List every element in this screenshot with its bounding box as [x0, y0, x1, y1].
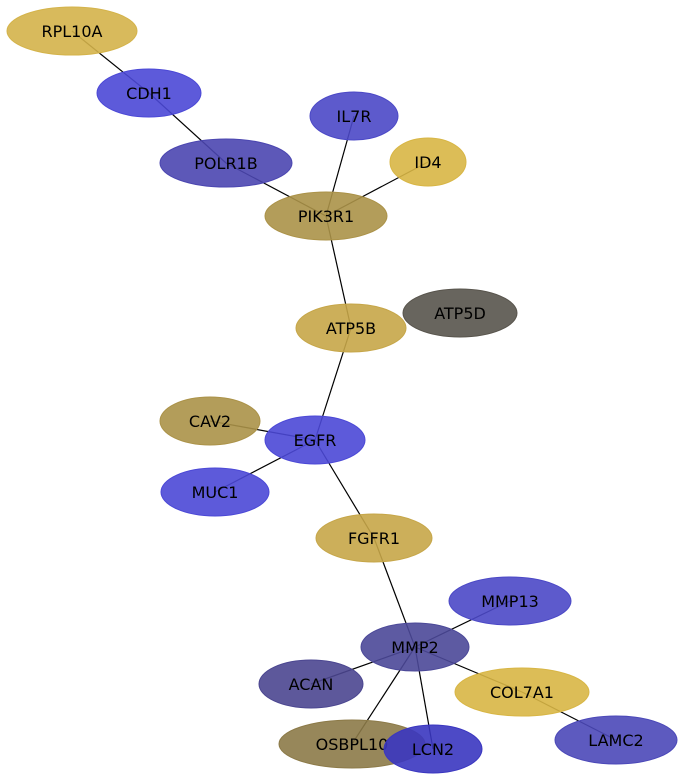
node-ellipse: [96, 68, 202, 118]
node-ellipse: [159, 138, 293, 188]
node-label: ATP5D: [434, 304, 486, 323]
node-label: CAV2: [189, 412, 231, 431]
node-label: COL7A1: [490, 683, 554, 702]
node-label: LAMC2: [588, 731, 643, 750]
node-label: OSBPL10: [316, 735, 389, 754]
node-label: MMP13: [481, 592, 539, 611]
node-ellipse: [383, 724, 483, 774]
node-ellipse: [389, 137, 467, 187]
node-ellipse: [159, 396, 261, 446]
node-ellipse: [360, 622, 470, 672]
node-label: IL7R: [337, 107, 372, 126]
node-ellipse: [315, 513, 433, 563]
node-col7a1[interactable]: COL7A1: [454, 667, 590, 717]
node-label: ATP5B: [326, 319, 376, 338]
node-label: PIK3R1: [298, 207, 354, 226]
node-label: EGFR: [294, 431, 337, 450]
node-label: ID4: [414, 153, 441, 172]
node-label: CDH1: [126, 84, 172, 103]
node-ellipse: [6, 6, 138, 56]
node-ellipse: [258, 659, 364, 709]
node-polr1b[interactable]: POLR1B: [159, 138, 293, 188]
node-cdh1[interactable]: CDH1: [96, 68, 202, 118]
node-ellipse: [264, 415, 366, 465]
node-rpl10a[interactable]: RPL10A: [6, 6, 138, 56]
node-ellipse: [264, 191, 388, 241]
node-ellipse: [454, 667, 590, 717]
node-ellipse: [309, 91, 399, 141]
node-il7r[interactable]: IL7R: [309, 91, 399, 141]
node-label: LCN2: [412, 740, 454, 759]
node-label: RPL10A: [42, 22, 103, 41]
node-lamc2[interactable]: LAMC2: [554, 715, 678, 765]
node-label: POLR1B: [194, 154, 257, 173]
node-ellipse: [295, 303, 407, 353]
node-ellipse: [554, 715, 678, 765]
node-muc1[interactable]: MUC1: [160, 467, 270, 517]
node-label: MUC1: [192, 483, 239, 502]
node-acan[interactable]: ACAN: [258, 659, 364, 709]
node-mmp13[interactable]: MMP13: [448, 576, 572, 626]
node-label: ACAN: [289, 675, 334, 694]
node-atp5d[interactable]: ATP5D: [402, 288, 518, 338]
node-pik3r1[interactable]: PIK3R1: [264, 191, 388, 241]
node-label: MMP2: [391, 638, 438, 657]
node-fgfr1[interactable]: FGFR1: [315, 513, 433, 563]
node-ellipse: [402, 288, 518, 338]
node-cav2[interactable]: CAV2: [159, 396, 261, 446]
node-lcn2[interactable]: LCN2: [383, 724, 483, 774]
node-egfr[interactable]: EGFR: [264, 415, 366, 465]
node-id4[interactable]: ID4: [389, 137, 467, 187]
node-atp5b[interactable]: ATP5B: [295, 303, 407, 353]
node-label: FGFR1: [348, 529, 400, 548]
node-ellipse: [160, 467, 270, 517]
node-mmp2[interactable]: MMP2: [360, 622, 470, 672]
node-ellipse: [448, 576, 572, 626]
